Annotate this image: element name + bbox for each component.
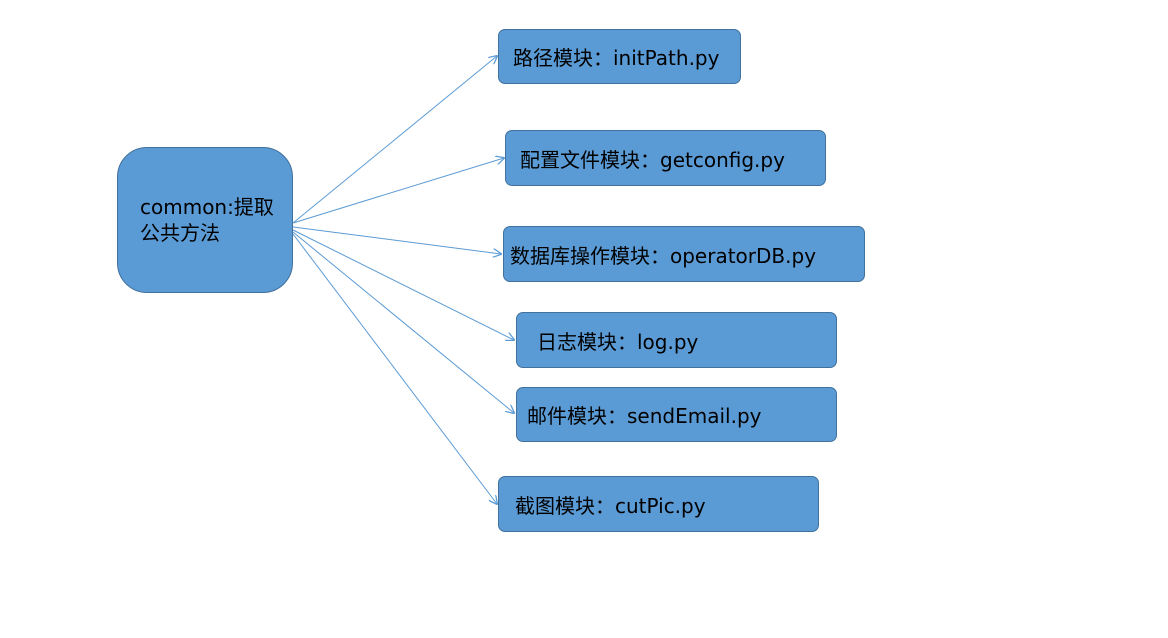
- root-node-label: common:提取公共方法: [140, 195, 274, 245]
- module-node-label: 邮件模块：sendEmail.py: [527, 404, 762, 428]
- module-node-log: 日志模块：log.py: [516, 312, 837, 368]
- connector-arrow-mail: [292, 231, 514, 413]
- module-node-label: 日志模块：log.py: [537, 329, 699, 354]
- module-node-email: 邮件模块：sendEmail.py: [516, 387, 837, 442]
- module-node-path: 路径模块：initPath.py: [498, 29, 741, 84]
- module-node-label: 配置文件模块：getconfig.py: [520, 147, 785, 172]
- module-node-label: 数据库操作模块：operatorDB.py: [510, 243, 817, 268]
- root-node-common: common:提取公共方法: [117, 147, 293, 293]
- connector-arrow-path: [292, 56, 497, 224]
- connector-arrow-db: [292, 226, 501, 254]
- module-node-screenshot: 截图模块：cutPic.py: [498, 476, 819, 532]
- connector-arrow-log: [292, 229, 514, 340]
- connector-arrow-config: [292, 158, 504, 224]
- module-node-label: 路径模块：initPath.py: [513, 46, 720, 70]
- module-node-database: 数据库操作模块：operatorDB.py: [503, 226, 865, 282]
- module-node-label: 截图模块：cutPic.py: [515, 493, 706, 518]
- module-node-config: 配置文件模块：getconfig.py: [505, 130, 826, 186]
- connector-arrow-shot: [292, 233, 497, 504]
